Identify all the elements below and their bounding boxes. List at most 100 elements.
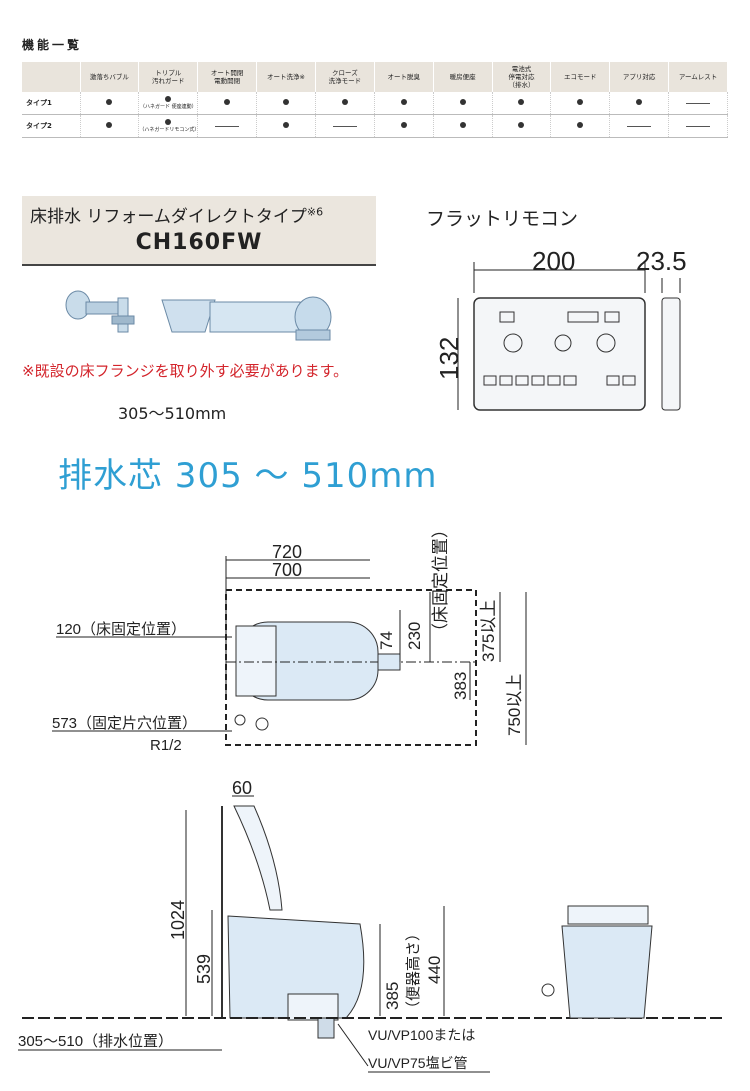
feature-row-label: タイプ2 <box>22 114 81 138</box>
dim-375: 375以上 <box>479 600 498 662</box>
available-dot-icon <box>341 99 348 105</box>
product-title-box: 床排水 リフォームダイレクトタイプ※6 CH160FW <box>22 196 376 266</box>
seat-height-label: （便器高さ） <box>405 926 422 1016</box>
remote-depth: 23.5 <box>636 246 687 276</box>
product-type-title: 床排水 リフォームダイレクトタイプ※6 <box>30 205 324 227</box>
available-dot-icon <box>165 96 172 102</box>
feature-header-10: アームレスト <box>668 62 728 92</box>
available-dot-icon <box>459 99 466 105</box>
unavailable-dash-icon <box>215 125 240 127</box>
feature-cell <box>492 114 552 138</box>
feature-cell <box>433 114 493 138</box>
feature-cell <box>609 114 670 138</box>
feature-table-header: 激落ちバブルトリプル 汚れガードオート開閉 電動開閉オート洗浄※クローズ 洗浄モ… <box>22 62 728 92</box>
unavailable-dash-icon <box>686 102 711 104</box>
feature-header-8: エコモード <box>550 62 611 92</box>
feature-header-6: 暖房便座 <box>433 62 493 92</box>
remote-height: 132 <box>434 337 464 380</box>
available-dot-icon <box>459 122 466 128</box>
dim-720: 720 <box>272 542 302 562</box>
feature-table-body: タイプ1 （ハネガード 便座連動） タイプ2 （ハネガードリモコン式） <box>22 92 728 138</box>
drain-center-range: 排水芯 305 ～ 510mm <box>58 456 438 496</box>
feature-cell: （ハネガード 便座連動） <box>138 92 199 115</box>
dim-1024: 1024 <box>168 900 188 940</box>
feature-cell <box>374 114 434 138</box>
available-dot-icon <box>400 122 407 128</box>
remote-drawing: 200 23.5 132 <box>434 246 687 411</box>
feature-cell <box>550 92 611 115</box>
feature-header-2: オート開閉 電動開閉 <box>197 62 258 92</box>
available-dot-icon <box>106 99 113 105</box>
feature-header-5: オート脱臭 <box>374 62 434 92</box>
available-dot-icon <box>224 99 231 105</box>
side-view-drawing: 60 1024 539 385 （便器高さ） 440 305～510（排水位置）… <box>18 778 726 1073</box>
available-dot-icon <box>106 122 113 128</box>
available-dot-icon <box>283 99 289 105</box>
flange-warning: ※既設の床フランジを取り外す必要があります。 <box>22 362 349 380</box>
feature-cell <box>256 114 316 138</box>
dim-230: 230 <box>405 622 424 650</box>
remote-title: フラットリモコン <box>426 208 579 230</box>
product-model: CH160FW <box>135 230 263 255</box>
pipe-spec-1: VU/VP100または <box>368 1027 475 1043</box>
pipe-parts-illustration <box>65 290 332 341</box>
feature-cell <box>433 92 493 115</box>
available-dot-icon <box>577 99 584 105</box>
feature-cell <box>197 92 258 115</box>
dim-383: 383 <box>451 672 470 700</box>
available-dot-icon <box>283 122 289 128</box>
pipe-spec-2: VU/VP75塩ビ管 <box>368 1055 468 1071</box>
feature-note: （ハネガード 便座連動） <box>139 104 197 110</box>
feature-cell <box>492 92 552 115</box>
dim-700: 700 <box>272 560 302 580</box>
drain-range-small: 305～510mm <box>118 404 227 423</box>
dim-120: 120（床固定位置） <box>56 621 186 638</box>
feature-header-1: トリプル 汚れガード <box>138 62 199 92</box>
feature-header-7: 電池式 停電対応 （排水） <box>492 62 552 92</box>
available-dot-icon <box>518 122 525 128</box>
unavailable-dash-icon <box>627 125 652 127</box>
dim-440: 440 <box>425 956 444 984</box>
feature-cell <box>315 114 375 138</box>
drain-position: 305～510（排水位置） <box>18 1033 173 1050</box>
feature-cell <box>80 114 140 138</box>
feature-table: 激落ちバブルトリプル 汚れガードオート開閉 電動開閉オート洗浄※クローズ 洗浄モ… <box>22 62 728 138</box>
feature-note: （ハネガードリモコン式） <box>139 127 200 133</box>
dim-750: 750以上 <box>505 674 524 736</box>
available-dot-icon <box>636 99 643 105</box>
feature-cell <box>374 92 434 115</box>
plan-view-drawing: 720 700 120（床固定位置） 573（固定片穴位置） R1/2 74 2… <box>52 521 527 754</box>
available-dot-icon <box>518 99 525 105</box>
available-dot-icon <box>400 99 407 105</box>
dim-74: 74 <box>377 631 396 650</box>
footnote-mark: ※6 <box>306 205 324 219</box>
available-dot-icon <box>577 122 584 128</box>
dim-r12: R1/2 <box>150 737 182 754</box>
feature-cell <box>668 92 728 115</box>
dim-60: 60 <box>232 778 252 798</box>
feature-cell <box>315 92 375 115</box>
feature-header-4: クローズ 洗浄モード <box>315 62 375 92</box>
feature-row-label: タイプ1 <box>22 92 81 115</box>
floor-fix-label: （床固定位置） <box>431 521 450 640</box>
remote-width: 200 <box>532 246 575 276</box>
dim-539: 539 <box>194 954 214 984</box>
unavailable-dash-icon <box>686 125 711 127</box>
feature-row: タイプ1 （ハネガード 便座連動） <box>22 92 728 115</box>
feature-cell <box>80 92 140 115</box>
feature-header-9: アプリ対応 <box>609 62 670 92</box>
feature-cell <box>550 114 611 138</box>
feature-cell <box>256 92 316 115</box>
feature-cell <box>197 114 258 138</box>
unavailable-dash-icon <box>332 125 357 127</box>
feature-row: タイプ2 （ハネガードリモコン式） <box>22 114 728 138</box>
feature-header-0: 激落ちバブル <box>80 62 140 92</box>
feature-cell: （ハネガードリモコン式） <box>138 114 200 138</box>
feature-cell <box>609 92 670 115</box>
feature-header-3: オート洗浄※ <box>256 62 316 92</box>
dim-573: 573（固定片穴位置） <box>52 715 197 732</box>
dim-385: 385 <box>383 982 402 1010</box>
available-dot-icon <box>165 119 172 125</box>
feature-cell <box>668 114 728 138</box>
header-corner <box>22 62 81 92</box>
